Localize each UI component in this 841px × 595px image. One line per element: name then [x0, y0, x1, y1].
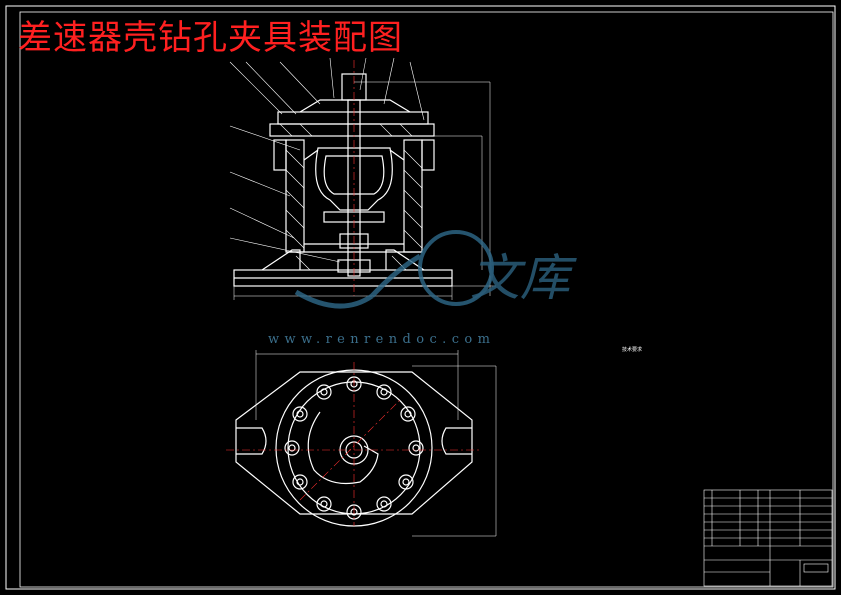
front-dimensions	[233, 81, 496, 300]
front-section-view	[233, 73, 453, 287]
inner-border	[19, 11, 834, 588]
part-leaders	[229, 57, 425, 263]
technical-requirements-title: 技术要求	[622, 347, 643, 353]
section-hatching	[279, 123, 423, 271]
outer-border	[5, 5, 836, 590]
watermark-url: www.renrendoc.com	[268, 332, 496, 347]
bolt-holes	[284, 376, 424, 520]
top-dimensions	[255, 350, 497, 537]
drawing-title: 差速器壳钻孔夹具装配图	[18, 18, 403, 58]
title-block	[703, 489, 833, 587]
top-view-centerlines	[226, 362, 482, 526]
watermark-logo	[294, 230, 494, 309]
watermark-brand: 文库	[470, 249, 570, 307]
